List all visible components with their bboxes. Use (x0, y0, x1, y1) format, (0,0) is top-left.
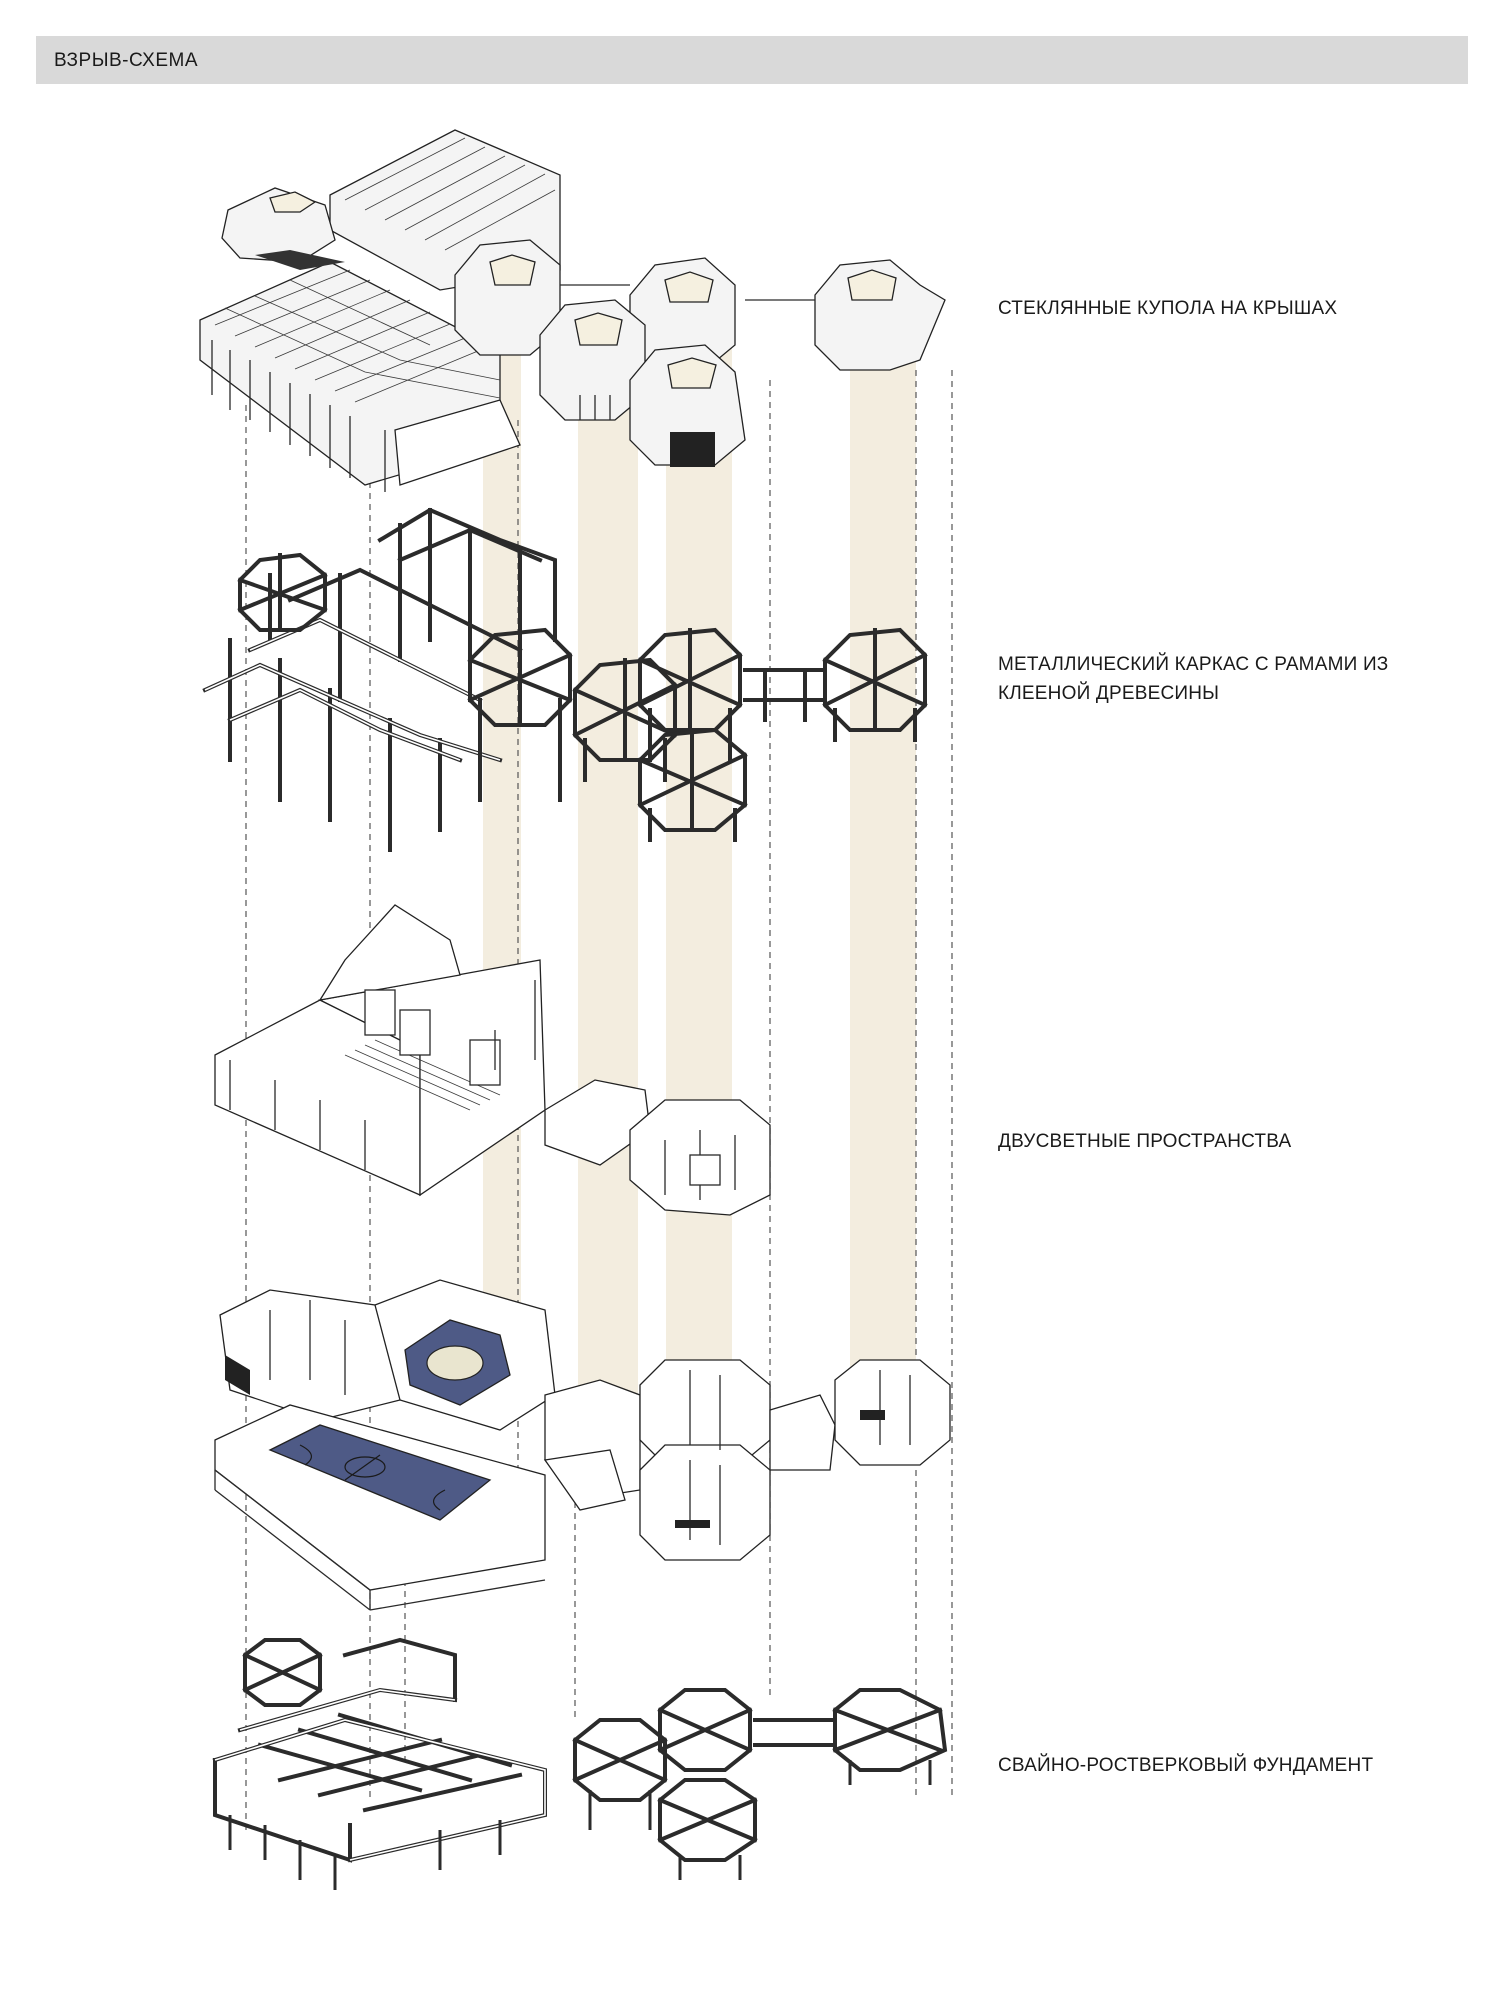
glass-dome-3 (539, 299, 646, 421)
ground-floor-layer (214, 1279, 951, 1611)
header-bar: ВЗРЫВ-СХЕМА (36, 36, 1468, 84)
basketball-court (268, 1424, 492, 1521)
light-shaft-2 (578, 330, 638, 1420)
label-double-height: ДВУСВЕТНЫЕ ПРОСТРАНСТВА (998, 1127, 1291, 1156)
frame-octagon-5 (822, 627, 928, 742)
glass-dome-2 (629, 257, 736, 373)
glass-dome-1 (454, 239, 561, 356)
glass-dome-4 (629, 344, 746, 467)
light-shaft-4 (850, 300, 916, 1440)
roofs-layer (199, 129, 946, 492)
label-glass-domes-line-1: СТЕКЛЯННЫЕ КУПОЛА НА КРЫШАХ (998, 298, 1338, 319)
label-metal-frame-line-2: КЛЕЕНОЙ ДРЕВЕСИНЫ (998, 683, 1220, 704)
label-double-height-line-1: ДВУСВЕТНЫЕ ПРОСТРАНСТВА (998, 1131, 1292, 1152)
label-metal-frame: МЕТАЛЛИЧЕСКИЙ КАРКАС С РАМАМИ ИЗ КЛЕЕНОЙ… (998, 650, 1388, 708)
frame-octagon-1 (467, 627, 573, 802)
frame-layer (202, 507, 928, 852)
label-glass-domes: СТЕКЛЯННЫЕ КУПОЛА НА КРЫШАХ (998, 294, 1337, 323)
foundation-layer (212, 1637, 948, 1890)
header-title: ВЗРЫВ-СХЕМА (54, 50, 199, 71)
label-foundation: СВАЙНО-РОСТВЕРКОВЫЙ ФУНДАМЕНТ (998, 1751, 1373, 1780)
label-foundation-line-1: СВАЙНО-РОСТВЕРКОВЫЙ ФУНДАМЕНТ (998, 1755, 1374, 1776)
light-shafts (483, 300, 916, 1500)
frame-octagon-3 (637, 627, 743, 762)
frame-octagon-4 (637, 727, 748, 842)
light-shaft-3 (666, 320, 732, 1500)
double-height-layer (214, 904, 771, 1216)
light-shaft-1 (483, 300, 521, 1390)
label-metal-frame-line-1: МЕТАЛЛИЧЕСКИЙ КАРКАС С РАМАМИ ИЗ (998, 654, 1389, 675)
glass-dome-5 (814, 259, 946, 371)
